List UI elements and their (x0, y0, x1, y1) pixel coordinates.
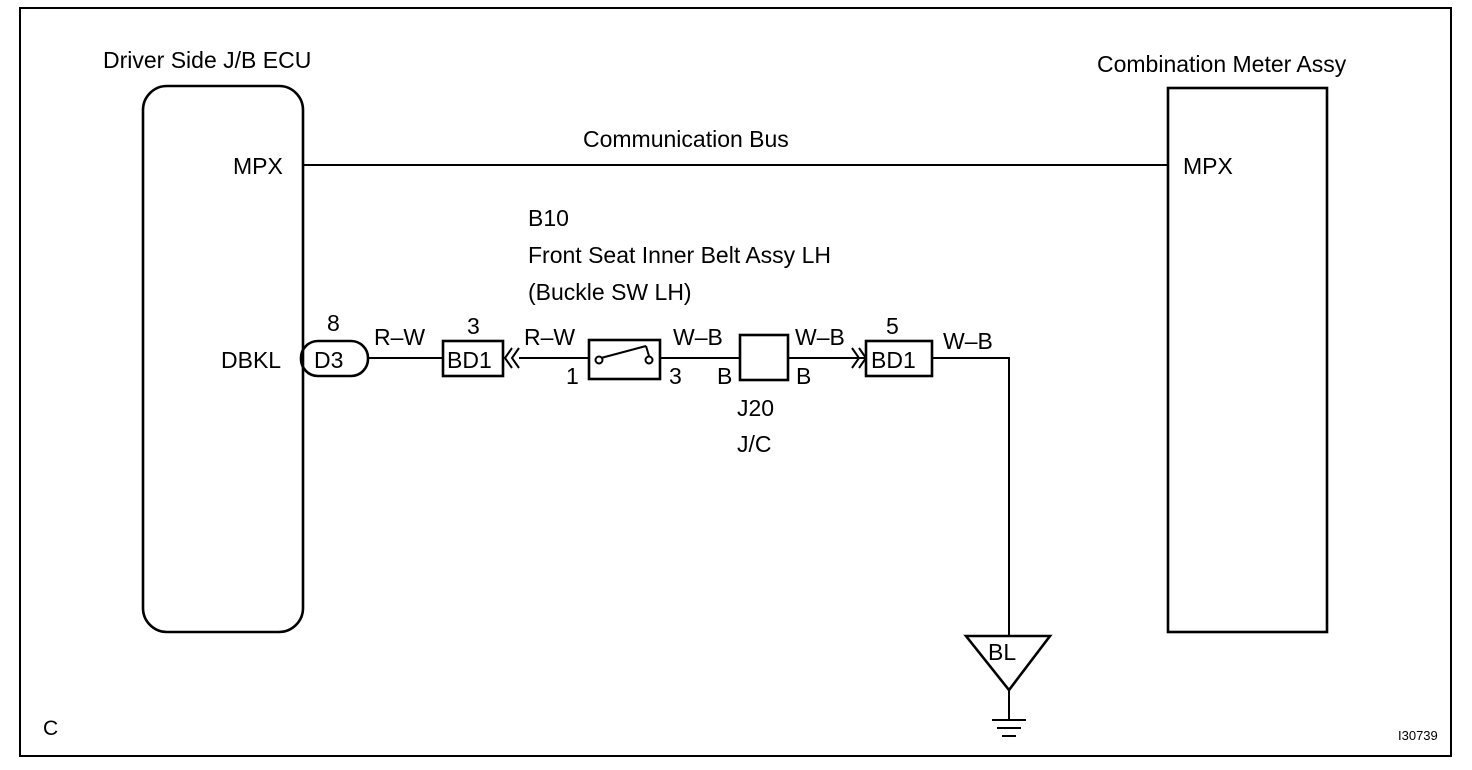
driver-side-jb-ecu: Driver Side J/B ECU MPX DBKL (103, 47, 311, 634)
connector-bd1-left-code: BD1 (447, 347, 492, 373)
connector-bd1-left-box (441, 339, 505, 378)
dbkl-label: DBKL (221, 347, 281, 373)
connector-bd1-right-code: BD1 (871, 347, 916, 373)
wire-d3-to-bd1-color: R–W (374, 324, 425, 350)
junction-pin-right: B (796, 363, 811, 389)
wire-switch-to-jc-color: W–B (673, 324, 723, 350)
connector-bd1-left-chevron-2 (510, 347, 520, 369)
communication-bus-label: Communication Bus (583, 126, 789, 152)
corner-letter: C (43, 717, 58, 740)
buckle-switch-lever-stub (645, 345, 650, 357)
junction-j20: B B J20 J/C (717, 333, 811, 457)
connector-d3-pin: 8 (327, 310, 340, 336)
communication-bus: Communication Bus (303, 126, 1168, 166)
buckle-switch-lever (600, 345, 647, 359)
diagram-frame (19, 7, 1452, 757)
ground-bl-triangle (963, 634, 1053, 693)
buckle-switch-sub: (Buckle SW LH) (528, 279, 692, 305)
junction-name: J/C (737, 431, 772, 457)
driver-side-jb-ecu-title: Driver Side J/B ECU (103, 47, 311, 73)
connector-bd1-left-chevron-1 (503, 347, 513, 369)
connector-d3-code: D3 (314, 347, 343, 373)
right-mpx-label: MPX (1183, 153, 1233, 179)
connector-bd1-right: BD1 5 (851, 313, 934, 378)
wire-jc-to-bd1-color: W–B (795, 324, 845, 350)
buckle-switch-pin-left: 1 (566, 363, 579, 389)
connector-bd1-right-chevron-1 (851, 347, 861, 369)
wire-bd1-to-ground-color: W–B (943, 328, 993, 354)
buckle-switch-label: B10 Front Seat Inner Belt Assy LH (Buckl… (528, 205, 831, 305)
combination-meter-assy-title: Combination Meter Assy (1097, 51, 1347, 77)
junction-code: J20 (737, 395, 774, 421)
driver-side-jb-ecu-box (141, 84, 305, 634)
ground-bl-code: BL (988, 639, 1016, 665)
combination-meter-assy: Combination Meter Assy MPX (1097, 51, 1347, 634)
left-mpx-label: MPX (233, 153, 283, 179)
combination-meter-assy-box (1166, 86, 1329, 634)
buckle-switch-pin-right: 3 (669, 363, 682, 389)
connector-bd1-left: BD1 3 (441, 313, 520, 378)
buckle-switch: 1 3 (566, 338, 682, 389)
junction-pin-left: B (717, 363, 732, 389)
junction-j20-box (738, 333, 790, 382)
connector-d3: D3 8 (299, 310, 370, 378)
buckle-switch-code: B10 (528, 205, 569, 231)
wire-bd1-to-ground (932, 357, 1010, 636)
buckle-switch-name: Front Seat Inner Belt Assy LH (528, 242, 831, 268)
buckle-switch-box (587, 338, 662, 381)
buckle-switch-contact-right (644, 355, 654, 365)
ground-bl: BL (963, 634, 1053, 737)
figure-id: I30739 (1398, 728, 1438, 743)
connector-bd1-left-pin: 3 (467, 313, 480, 339)
buckle-switch-contact-left (594, 355, 604, 365)
connector-bd1-right-pin: 5 (886, 313, 899, 339)
wire-bd1-to-switch-color: R–W (524, 324, 575, 350)
